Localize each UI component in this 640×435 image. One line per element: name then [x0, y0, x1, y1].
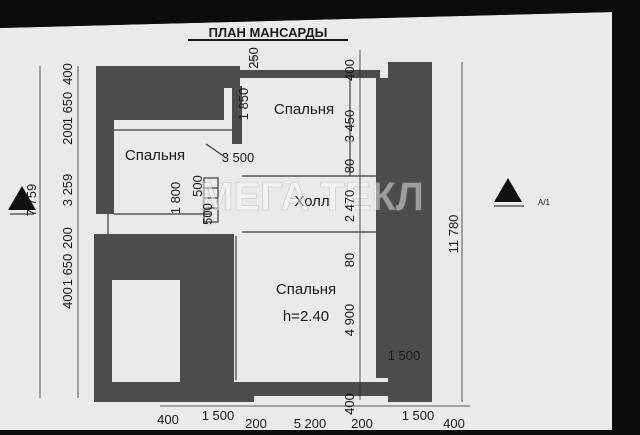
dim-bottom-2: 1 500 [202, 408, 235, 423]
plan-title: ПЛАН МАНСАРДЫ [209, 25, 328, 40]
dim-small-1: 1 850 [236, 88, 251, 121]
small-dimensions: 1 850 3 500 1 800 500 500 1 500 [168, 88, 420, 363]
room-height-label: h=2.40 [283, 308, 329, 325]
dim-small-6: 1 500 [388, 348, 421, 363]
dim-left-1: 400 [60, 63, 75, 85]
dim-left-4: 3 259 [60, 174, 75, 207]
dim-right-total: 11 780 [446, 215, 461, 254]
dimension-lines [39, 50, 470, 407]
watermark: МЕГА ТЕКЛ [200, 175, 424, 220]
wall-left-upper [96, 66, 114, 214]
wall-top-right [240, 70, 380, 78]
dim-top-1: 250 [246, 47, 261, 69]
room-label-hall: Холл [294, 193, 329, 210]
dim-bottom-7: 1 500 [402, 408, 435, 423]
dim-bottom-3: 200 [245, 416, 267, 430]
room-label-bedroom-top: Спальня [274, 101, 334, 118]
dark-background-right [612, 0, 640, 430]
dim-left-6: 1 650 [60, 254, 75, 287]
bottom-dimensions: 400 1 500 200 5 200 200 400 1 500 400 [157, 393, 465, 431]
dim-left-3: 200 [60, 123, 75, 145]
dark-background [0, 0, 640, 28]
dim-mid-4: 80 [342, 253, 357, 267]
wall-right-column [388, 62, 432, 402]
wall-partition [232, 86, 242, 144]
wall-block-upper [112, 86, 224, 120]
dim-bottom-5: 200 [351, 416, 373, 430]
section-marker-left-icon [8, 186, 36, 210]
dim-bottom-6: 400 [342, 393, 357, 415]
dim-bottom-4: 5 200 [294, 416, 327, 430]
dim-left-5: 200 [60, 227, 75, 249]
section-marker-label: А/1 [538, 198, 551, 207]
section-marker-right-icon [494, 178, 522, 202]
room-label-bedroom-main: Спальня [276, 281, 336, 298]
wall-bottom-left [94, 382, 254, 402]
watermark-text: МЕГА ТЕКЛ [200, 175, 424, 219]
dim-mid-2: 80 [342, 159, 357, 173]
dim-mid-3: 2 470 [342, 190, 357, 223]
dim-top-2: 400 [342, 59, 357, 81]
dim-mid-5: 4 900 [342, 304, 357, 337]
dim-left-7: 400 [60, 287, 75, 309]
dim-bottom-8: 400 [443, 416, 465, 430]
dim-small-2: 3 500 [222, 150, 255, 165]
dim-left-2: 1 650 [60, 92, 75, 125]
wall-top-left [96, 66, 240, 88]
wall-left-lower [94, 234, 112, 398]
room-label-bedroom-left: Спальня [125, 147, 185, 164]
dim-small-4: 500 [190, 175, 205, 197]
dim-small-5: 500 [200, 203, 215, 225]
dim-bottom-1: 400 [157, 412, 179, 427]
wall-bottom-right [248, 382, 432, 396]
walls [94, 62, 432, 402]
middle-dimensions: 3 450 80 2 470 80 4 900 11 780 [342, 110, 461, 337]
wall-right-inner [376, 78, 390, 378]
dim-small-3: 1 800 [168, 182, 183, 215]
wall-lower-column [180, 234, 234, 402]
interior-lines [107, 78, 376, 380]
dim-mid-1: 3 450 [342, 110, 357, 143]
